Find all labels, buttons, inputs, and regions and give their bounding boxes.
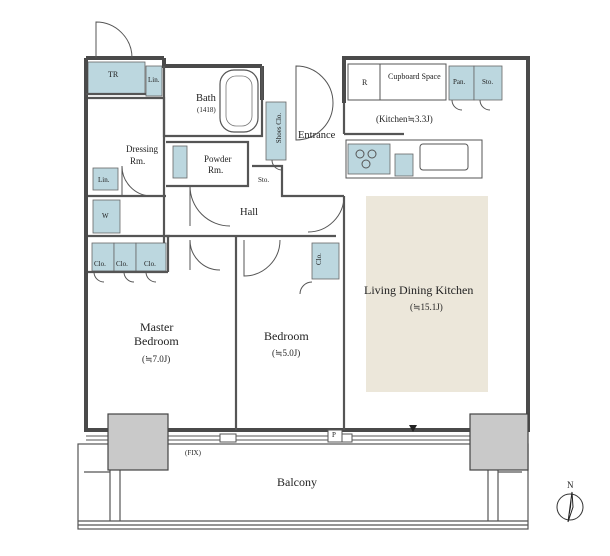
powder-rm-label: Rm. <box>208 165 224 175</box>
master-bedroom-label-1: Master <box>140 320 174 334</box>
kitchen-label: (Kitchen≒3.3J) <box>376 114 433 124</box>
closet-3-label: Clo. <box>144 260 156 268</box>
storage-fills <box>87 61 503 280</box>
balcony-area <box>77 443 529 530</box>
balcony-label: Balcony <box>277 475 317 489</box>
bathtub <box>219 69 259 133</box>
linen-mid-label: Lin. <box>98 176 110 184</box>
bedroom-closet-label: Clo. <box>314 253 323 265</box>
cupboard-box <box>347 63 447 101</box>
dressing-label: Dressing <box>126 144 158 154</box>
outdoor-units <box>107 413 529 471</box>
pipe-space-label: P <box>332 431 336 439</box>
closet-1-label: Clo. <box>94 260 106 268</box>
fix-window-label: (FIX) <box>185 449 201 457</box>
entrance-label: Entrance <box>298 130 336 141</box>
shoes-closet-label: Shoes Clo. <box>275 112 284 144</box>
door-swings <box>93 21 491 295</box>
storage-mid-label: Sto. <box>258 176 270 184</box>
master-size-label: (≒7.0J) <box>142 354 171 364</box>
interior-walls <box>86 66 404 430</box>
linen-top-label: Lin. <box>148 76 160 84</box>
pantry-label: Pan. <box>453 78 466 86</box>
powder-label: Powder <box>204 154 232 164</box>
compass: N <box>545 480 595 530</box>
tr-label: TR <box>108 70 119 79</box>
compass-icon <box>556 491 584 523</box>
closet-2-label: Clo. <box>116 260 128 268</box>
washer-label: W <box>102 212 109 220</box>
cupboard-space-label: Cupboard Space <box>388 72 441 81</box>
bedroom-size-label: (≒5.0J) <box>272 348 301 358</box>
ldk-label: Living Dining Kitchen <box>364 283 474 297</box>
bath-size-label: (1418) <box>197 106 216 114</box>
ldk-size-label: (≒15.1J) <box>410 302 443 312</box>
refrigerator-label: R <box>362 78 368 87</box>
dressing-rm-label: Rm. <box>130 156 146 166</box>
pipe-space <box>327 429 343 443</box>
ldk-area-fill <box>366 196 488 392</box>
bedroom-label: Bedroom <box>264 329 309 343</box>
storage-top-label: Sto. <box>482 78 494 86</box>
bath-label: Bath <box>196 93 216 104</box>
compass-north-label: N <box>567 480 574 490</box>
hall-label: Hall <box>240 207 259 218</box>
master-bedroom-label-2: Bedroom <box>134 334 179 348</box>
entry-arrow <box>409 425 417 432</box>
kitchen-counter <box>345 139 483 179</box>
